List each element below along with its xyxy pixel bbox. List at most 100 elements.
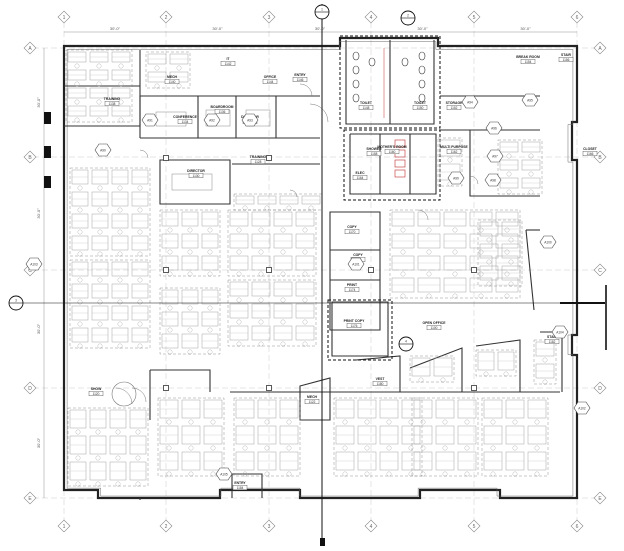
interior-wall-28: [409, 347, 463, 392]
room-name: STAIR: [561, 53, 571, 57]
grid-col-label-3: 3: [268, 15, 271, 21]
workstation-chair: [115, 455, 121, 461]
grid-bubble-row-A: A: [23, 41, 37, 55]
room-number: 1152: [451, 106, 458, 110]
cluster-boundary: [409, 355, 455, 383]
room-labels: MECH1140IT1142OFFICE1144ENTRY1146TRAININ…: [88, 53, 598, 491]
room-number-box: [188, 172, 204, 178]
workstation-chair: [207, 271, 213, 277]
grid-col-label-bottom-1: 1: [63, 524, 66, 530]
grid-bubble-col-bottom-1: 1: [57, 519, 71, 533]
workstation-chair: [96, 117, 102, 123]
room-name: TOILET: [360, 101, 373, 105]
workstation-cluster-mid-3: [227, 279, 317, 347]
exterior-window-mark-2: [44, 176, 51, 188]
workstation-chair: [512, 445, 518, 451]
grid-bubble-diamond: [57, 10, 71, 24]
elevation-tag-a90: A90: [94, 143, 112, 157]
workstation-chair: [408, 419, 414, 425]
tag-text: A91: [147, 118, 153, 122]
workstation-cluster-mech: [145, 51, 191, 89]
plumbing-fixture-5: [418, 65, 426, 75]
room-name: TRAINING: [250, 155, 267, 159]
grid-bubble-diamond: [159, 10, 173, 24]
grid-row-label-B: B: [28, 155, 32, 161]
grid-bubble-diamond: [593, 263, 607, 277]
workstation-chair: [96, 99, 102, 105]
room-name: PRINT: [347, 283, 358, 287]
workstation-chair: [452, 271, 458, 277]
elevation-tag-a98: A98: [484, 173, 502, 187]
workstation-chair: [77, 277, 83, 283]
room-number-box: [352, 174, 368, 180]
room-number-box: [232, 485, 248, 491]
room-number-box: [544, 339, 560, 345]
grid-bubble-diamond: [23, 491, 37, 505]
room-number: 1174: [349, 288, 356, 292]
workstation-chair: [77, 185, 83, 191]
tag-text: A96: [491, 126, 497, 130]
workstation-chair: [302, 227, 308, 233]
workstation-chair: [137, 251, 143, 257]
workstation-chair: [137, 229, 143, 235]
workstation-chair: [464, 471, 470, 477]
workstation-chair: [302, 341, 308, 347]
workstation-chair: [386, 471, 392, 477]
workstation-chair: [167, 349, 173, 355]
room-name: SHOW: [91, 387, 102, 391]
tag-hexagon: [539, 235, 557, 249]
room-number-box: [366, 150, 382, 156]
cluster-boundary: [65, 49, 133, 123]
workstation-chair: [258, 297, 264, 303]
dimension-top-2: 30'-0": [212, 26, 223, 31]
room-number: 1144: [267, 80, 274, 84]
grid-bubble-diamond: [364, 519, 378, 533]
room-number: 1130: [193, 174, 200, 178]
section-marker-1: 1: [314, 4, 330, 20]
structural-column-5: [471, 267, 477, 273]
workstation-chair: [308, 205, 314, 211]
workstation-chair: [258, 319, 264, 325]
elevation-tag-a97: A97: [486, 149, 504, 163]
tag-text: A101: [352, 262, 360, 266]
room-name: VEST: [376, 377, 386, 381]
interior-wall-16: [469, 130, 540, 197]
grid-bubble-col-bottom-5: 5: [467, 519, 481, 533]
cluster-boundary: [145, 51, 191, 89]
workstation-chair: [137, 343, 143, 349]
exterior-wall: [62, 36, 579, 500]
workstation-chair: [210, 471, 216, 477]
workstation-chair: [95, 429, 101, 435]
workstation-chair: [77, 299, 83, 305]
door-swing-3: [131, 387, 147, 403]
room-name: STORAGE: [446, 101, 463, 105]
tag-hexagon: [215, 467, 233, 481]
workstation-chair: [137, 185, 143, 191]
workstation-chair: [236, 271, 242, 277]
workstation-chair: [187, 349, 193, 355]
room-number: 1176: [351, 324, 358, 328]
tag-hexagon: [203, 113, 221, 127]
grid-bubble-row-right-A: A: [593, 41, 607, 55]
workstation-chair: [188, 419, 194, 425]
workstation-chair: [342, 419, 348, 425]
workstation-chair: [400, 249, 406, 255]
fixture-red-2: [394, 159, 406, 168]
grid-bubble-diamond: [467, 10, 481, 24]
elevation-tag-a104: A104: [551, 325, 569, 339]
workstation-chair: [504, 271, 510, 277]
grid-bubble-diamond: [593, 491, 607, 505]
grid-row-label-E: E: [28, 496, 32, 502]
tag-hexagon: [241, 113, 259, 127]
grid-bubble-diamond: [262, 10, 276, 24]
plumbing-fixture-6: [418, 79, 426, 89]
workstation-chair: [187, 327, 193, 333]
room-number-box: [446, 104, 462, 110]
tag-text: A93: [247, 118, 253, 122]
